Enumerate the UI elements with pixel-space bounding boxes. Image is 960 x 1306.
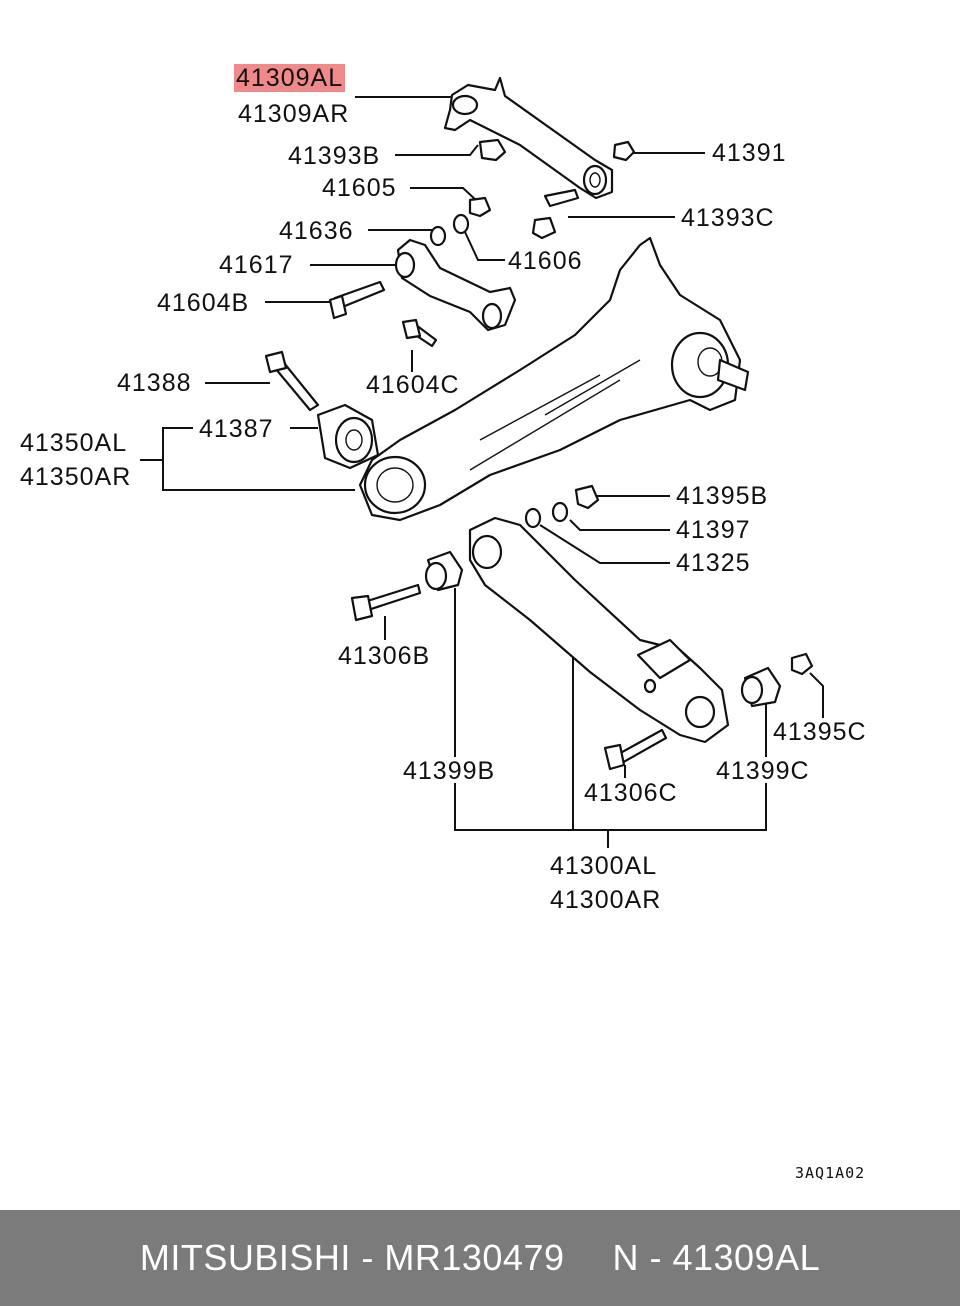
part-label-41393c[interactable]: 41393C [681,204,775,232]
part-label-41605[interactable]: 41605 [322,174,397,202]
upper-fasteners [429,138,636,247]
part-label-41617[interactable]: 41617 [219,251,294,279]
part-label-41388[interactable]: 41388 [117,369,192,397]
part-label-41636[interactable]: 41636 [279,217,354,245]
part-label-41325[interactable]: 41325 [676,549,751,577]
part-label-41391[interactable]: 41391 [712,139,787,167]
part-label-41395c[interactable]: 41395C [773,718,867,746]
bolts [264,280,668,771]
trailing-arm [358,236,750,522]
part-label-41350al[interactable]: 41350AL [20,429,128,457]
part-label-41395b[interactable]: 41395B [676,482,769,510]
part-label-41300ar[interactable]: 41300AR [550,886,662,914]
part-label-41393b[interactable]: 41393B [288,142,381,170]
part-label-41300al[interactable]: 41300AL [550,852,658,880]
part-label-41350ar[interactable]: 41350AR [20,463,132,491]
part-label-41309ar[interactable]: 41309AR [238,100,350,128]
part-label-41604b[interactable]: 41604B [157,289,250,317]
part-label-41399b[interactable]: 41399B [403,757,496,785]
exploded-view-drawing [140,76,824,848]
toe-control-arm [394,238,517,332]
part-label-41604c[interactable]: 41604C [366,371,460,399]
part-label-41306c[interactable]: 41306C [584,779,678,807]
part-label-41306b[interactable]: 41306B [338,642,431,670]
part-label-41399c[interactable]: 41399C [716,757,810,785]
part-label-41606[interactable]: 41606 [508,247,583,275]
footer-brand: MITSUBISHI - MR130479 [139,1237,565,1278]
footer-bar: MITSUBISHI - MR130479 N - 41309AL [0,1210,960,1306]
figure-code: 3AQ1A02 [795,1164,866,1182]
part-label-41387[interactable]: 41387 [199,415,274,443]
part-label-41309al[interactable]: 41309AL [234,64,346,92]
lower-control-arm [468,516,730,744]
part-label-41397[interactable]: 41397 [676,516,751,544]
parts-diagram: 41309AL 41309AR 41393B 41391 41605 41393… [20,64,867,1182]
upper-control-arm [443,76,614,200]
leader-lines [140,96,824,848]
footer-reference: N - 41309AL [612,1237,821,1278]
bushing [316,403,380,470]
lower-bushings [424,484,814,708]
